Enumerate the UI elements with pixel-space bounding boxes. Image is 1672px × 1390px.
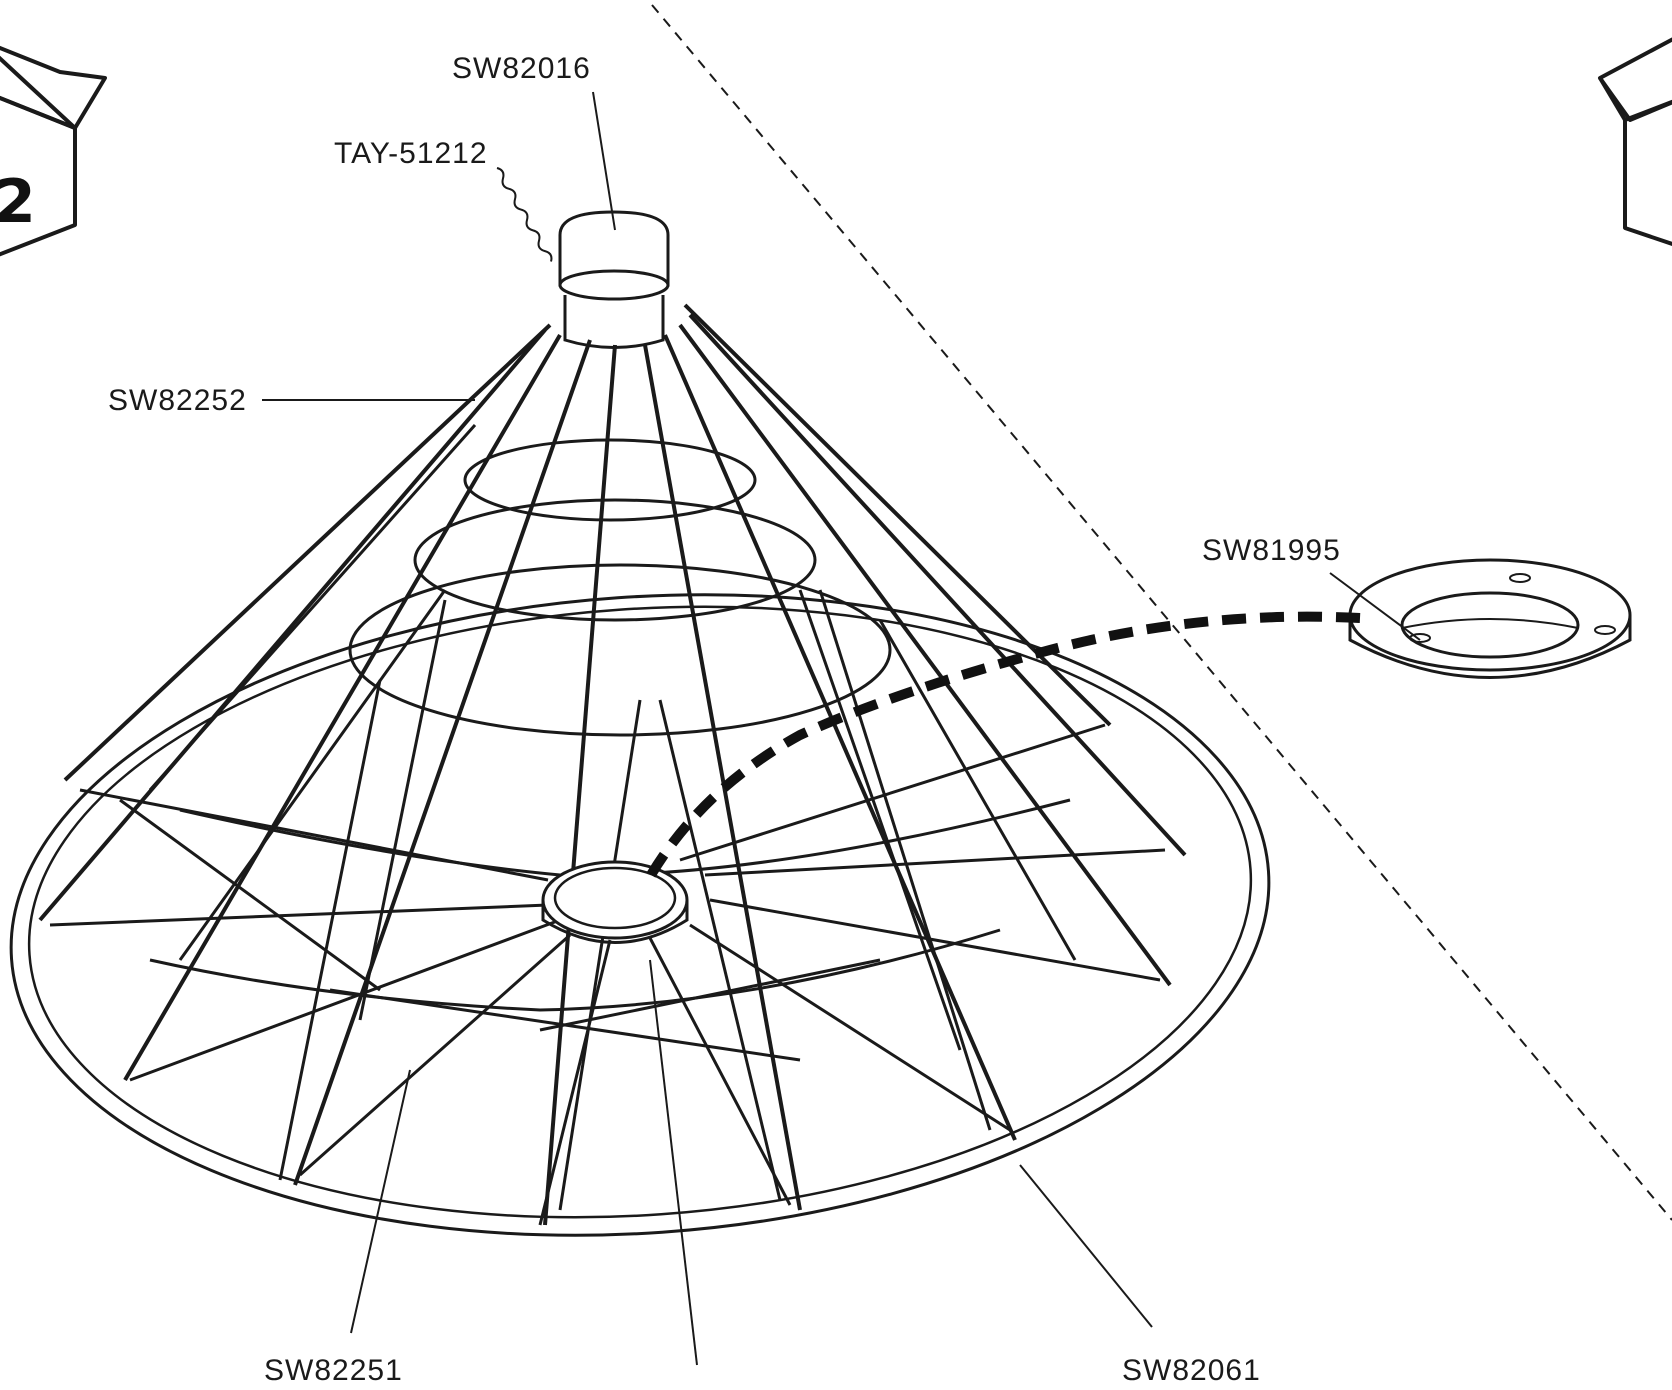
callout-top-cap: SW82016 xyxy=(452,52,591,85)
placement-path xyxy=(643,611,1361,883)
top-cap xyxy=(558,210,670,349)
diagonal-net-ropes xyxy=(119,424,1077,1211)
divider-dashed-line xyxy=(651,4,1672,1221)
callout-lanyard: TAY-51212 xyxy=(334,137,488,170)
step-number: 2 xyxy=(0,167,36,237)
main-ropes xyxy=(38,303,1187,1226)
callout-outer-ring: SW82061 xyxy=(1122,1354,1261,1387)
callout-upper-connector: SW82252 xyxy=(108,384,247,417)
base-ring-part xyxy=(1348,558,1632,679)
center-ring xyxy=(541,860,689,944)
box-icon xyxy=(1598,37,1672,247)
base-spokes xyxy=(49,723,1166,1226)
leader-lines xyxy=(262,91,1421,1366)
callout-base-ring-part: SW81995 xyxy=(1202,534,1341,567)
box-icon xyxy=(0,45,107,257)
outer-ring xyxy=(9,593,1271,1237)
callout-lower-rope: SW82251 xyxy=(264,1354,403,1387)
